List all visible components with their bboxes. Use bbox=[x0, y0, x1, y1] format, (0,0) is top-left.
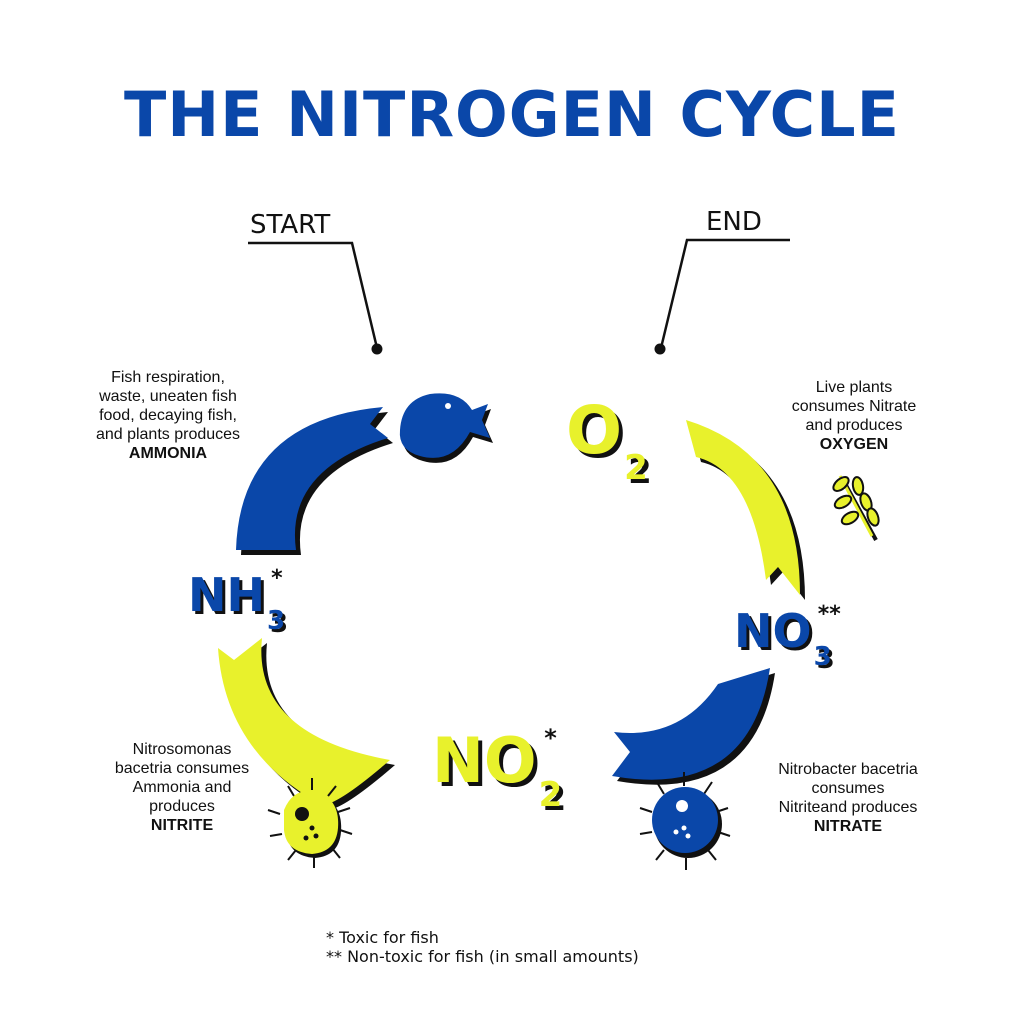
page-title: THE NITROGEN CYCLE bbox=[123, 78, 901, 151]
oxygen-product: OXYGEN bbox=[819, 436, 889, 453]
ammonia-description: Fish respiration, waste, uneaten fish fo… bbox=[70, 368, 266, 463]
formula-nitrate-sup: ** bbox=[817, 602, 841, 627]
formula-nitrate-main: NO bbox=[734, 604, 812, 658]
arrow-nitrate bbox=[612, 668, 775, 785]
wheat-icon bbox=[832, 475, 880, 541]
formula-nitrite-sup: * bbox=[544, 724, 557, 752]
end-label: END bbox=[706, 207, 762, 237]
ammonia-desc-line: Fish respiration, bbox=[111, 369, 225, 386]
arrow-ammonia bbox=[236, 407, 393, 555]
nitrite-desc-line: Nitrosomonas bbox=[132, 741, 232, 758]
start-label: START bbox=[250, 210, 331, 240]
formula-oxygen-main: O bbox=[566, 392, 623, 469]
ammonia-desc-line: and plants produces bbox=[95, 426, 241, 443]
bacteria-icon bbox=[639, 772, 731, 870]
formula-ammonia-main: NH bbox=[188, 568, 265, 622]
nitrate-desc-line: Nitriteand produces bbox=[778, 799, 918, 816]
ammonia-desc-line: food, decaying fish, bbox=[99, 407, 237, 424]
formula-nitrite-main: NO bbox=[432, 724, 537, 797]
nitrate-description: Nitrobacter bacetria consumes Nitriteand… bbox=[750, 760, 946, 836]
oxygen-description: Live plants consumes Nitrate and produce… bbox=[764, 378, 944, 454]
formula-oxygen: O2 bbox=[566, 392, 648, 488]
ammonia-product: AMMONIA bbox=[128, 445, 208, 462]
footnote-non-toxic: ** Non-toxic for fish (in small amounts) bbox=[326, 947, 639, 966]
formula-oxygen-sub: 2 bbox=[624, 448, 648, 488]
formula-nitrite: NO2 * bbox=[432, 724, 575, 815]
formula-nitrate: NO3 ** bbox=[734, 602, 855, 672]
nitrite-description: Nitrosomonas bacetria consumes Ammonia a… bbox=[84, 740, 280, 835]
formula-ammonia: NH3 * bbox=[188, 566, 297, 636]
oxygen-desc-line: and produces bbox=[805, 417, 903, 434]
nitrate-desc-line: consumes bbox=[811, 780, 885, 797]
footnotes: * Toxic for fish ** Non-toxic for fish (… bbox=[326, 928, 639, 966]
oxygen-desc-line: consumes Nitrate bbox=[791, 398, 917, 415]
oxygen-desc-line: Live plants bbox=[815, 379, 893, 396]
nitrite-desc-line: bacetria consumes bbox=[114, 760, 250, 777]
arrow-oxygen bbox=[686, 420, 805, 600]
formula-nitrite-sub: 2 bbox=[538, 775, 563, 815]
formula-nitrate-sub: 3 bbox=[813, 642, 832, 672]
nitrate-product: NITRATE bbox=[813, 818, 883, 835]
formula-ammonia-sub: 3 bbox=[267, 606, 286, 636]
bacteria-icon bbox=[267, 778, 353, 868]
fish-icon bbox=[399, 393, 493, 463]
formula-ammonia-sup: * bbox=[271, 566, 283, 591]
nitrate-desc-line: Nitrobacter bacetria bbox=[778, 761, 918, 778]
nitrite-desc-line: produces bbox=[149, 798, 215, 815]
end-leader-line bbox=[654, 238, 790, 355]
arrow-nitrite bbox=[218, 638, 395, 810]
start-leader-line bbox=[248, 241, 383, 355]
ammonia-desc-line: waste, uneaten fish bbox=[99, 388, 237, 405]
nitrite-desc-line: Ammonia and bbox=[132, 779, 232, 796]
footnote-toxic: * Toxic for fish bbox=[326, 928, 439, 947]
nitrite-product: NITRITE bbox=[150, 817, 214, 834]
